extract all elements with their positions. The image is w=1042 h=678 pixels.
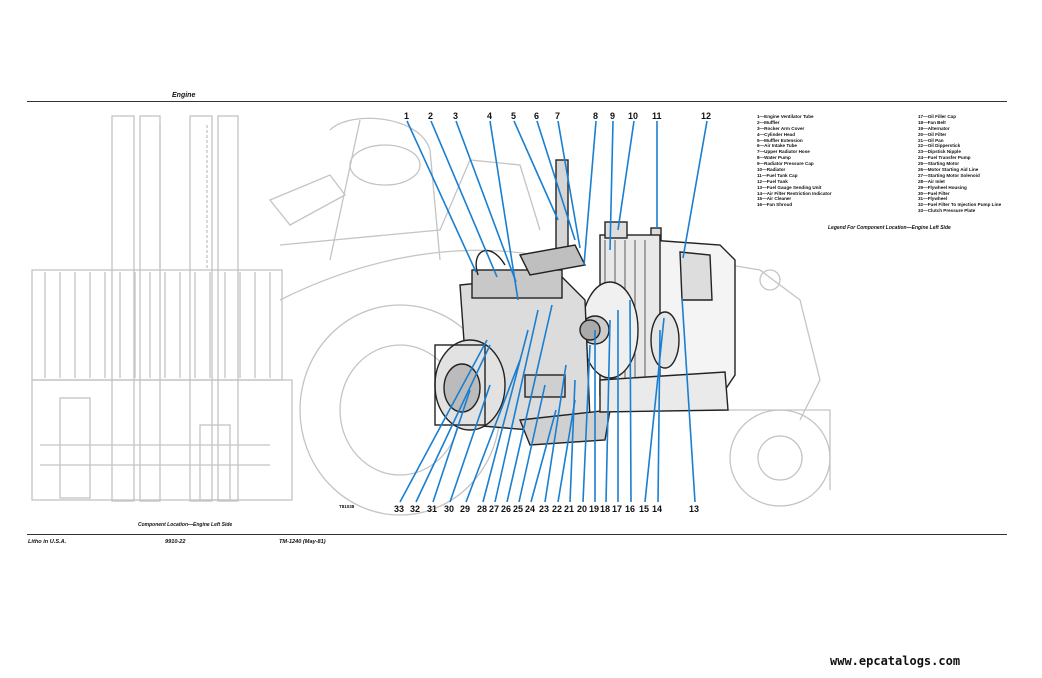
callout-29: 29 <box>460 504 470 514</box>
legend-item: 7—Upper Radiator Hose <box>757 149 810 155</box>
callout-25: 25 <box>513 504 523 514</box>
callout-10: 10 <box>628 111 638 121</box>
callout-3: 3 <box>453 111 458 121</box>
callout-11: 11 <box>652 111 662 121</box>
legend-item: 21—Oil Pan <box>918 137 944 143</box>
callout-8: 8 <box>593 111 598 121</box>
legend-item: 18—Fan Belt <box>918 119 946 125</box>
callout-9: 9 <box>610 111 615 121</box>
top-callout-numbers: 1 2 3 4 5 6 7 8 9 10 11 12 <box>404 111 711 121</box>
legend-item: 25—Starting Motor <box>918 161 960 167</box>
bottom-callout-numbers: 33 32 31 30 29 28 27 26 25 24 23 22 21 2… <box>394 504 699 514</box>
callout-24: 24 <box>525 504 535 514</box>
callout-30: 30 <box>444 504 454 514</box>
legend-item: 9—Radiator Pressure Cap <box>757 161 814 167</box>
callout-28: 28 <box>477 504 487 514</box>
legend-item: 28—Air Inlet <box>918 178 945 184</box>
callout-6: 6 <box>534 111 539 121</box>
callout-5: 5 <box>511 111 516 121</box>
legend-item: 8—Water Pump <box>757 155 791 161</box>
legend-item: 17—Oil Filler Cap <box>918 114 957 119</box>
legend-item: 15—Air Cleaner <box>757 196 792 202</box>
callout-32: 32 <box>410 504 420 514</box>
legend-item: 29—Flywheel Housing <box>918 184 967 190</box>
legend-item: 31—Flywheel <box>918 196 948 202</box>
figure-caption: Component Location—Engine Left Side <box>138 522 233 528</box>
legend-caption: Legend For Component Location—Engine Lef… <box>828 225 951 231</box>
callout-27: 27 <box>489 504 499 514</box>
legend-item: 1—Engine Ventilator Tube <box>757 114 814 119</box>
legend-item: 4—Cylinder Head <box>757 131 796 137</box>
callout-leaders <box>399 120 708 503</box>
legend-item: 5—Muffler Extension <box>757 137 803 143</box>
callout-4: 4 <box>487 111 492 121</box>
footer-litho: Litho in U.S.A. <box>28 539 67 545</box>
callout-12: 12 <box>701 111 711 121</box>
legend-item: 13—Fuel Gauge Sending Unit <box>757 184 822 190</box>
callout-15: 15 <box>639 504 649 514</box>
legend-item: 30—Fuel Filter <box>918 190 950 196</box>
section-title: Engine <box>172 92 196 99</box>
legend-item: 12—Fuel Tank <box>757 178 788 184</box>
header-rule <box>27 101 1007 102</box>
legend-item: 10—Radiator <box>757 167 786 173</box>
legend-item: 20—Oil Filter <box>918 131 947 137</box>
legend-item: 2—Muffler <box>757 119 780 125</box>
legend-item: 3—Rocker Arm Cover <box>757 125 805 131</box>
callout-33: 33 <box>394 504 404 514</box>
callout-17: 17 <box>612 504 622 514</box>
callout-13: 13 <box>689 504 699 514</box>
legend-column-2: 17—Oil Filler Cap 18—Fan Belt 19—Alterna… <box>918 114 1001 214</box>
engine-line-art <box>434 159 736 446</box>
legend-item: 22—Oil Dipperstick <box>918 143 961 149</box>
callout-22: 22 <box>552 504 562 514</box>
footer-rule <box>27 534 1007 535</box>
footer-manual-id: TM-1240 (May-81) <box>279 539 326 545</box>
legend-item: 24—Fuel Transfer Pump <box>918 155 971 161</box>
callout-14: 14 <box>652 504 662 514</box>
callout-31: 31 <box>427 504 437 514</box>
legend-item: 33—Clutch Pressure Plate <box>918 208 976 214</box>
legend-item: 14—Air Filter Restriction Indicator <box>757 190 832 196</box>
legend-item: 11—Fuel Tank Cap <box>757 172 798 178</box>
legend-item: 16—Fan Shroud <box>757 202 793 208</box>
callout-16: 16 <box>625 504 635 514</box>
figure-id: T81038 <box>339 504 355 509</box>
callout-7: 7 <box>555 111 560 121</box>
legend-column-1: 1—Engine Ventilator Tube 2—Muffler 3—Roc… <box>757 114 832 208</box>
footer-page-number: 9910-22 <box>165 539 186 545</box>
legend-item: 23—Dipstick Nipple <box>918 149 961 155</box>
callout-2: 2 <box>428 111 433 121</box>
callout-26: 26 <box>501 504 511 514</box>
callout-21: 21 <box>564 504 574 514</box>
legend-item: 19—Alternator <box>918 125 950 131</box>
legend-item: 6—Air Intake Tube <box>757 143 797 149</box>
callout-20: 20 <box>577 504 587 514</box>
callout-1: 1 <box>404 111 409 121</box>
legend-item: 32—Fuel Filter To Injection Pump Line <box>918 202 1002 208</box>
callout-18: 18 <box>600 504 610 514</box>
legend-item: 26—Motor Starting Aid Line <box>918 167 979 173</box>
callout-19: 19 <box>589 504 599 514</box>
watermark-link[interactable]: www.epcatalogs.com <box>830 654 961 668</box>
callout-23: 23 <box>539 504 549 514</box>
legend-item: 27—Starting Motor Solenoid <box>918 172 980 178</box>
